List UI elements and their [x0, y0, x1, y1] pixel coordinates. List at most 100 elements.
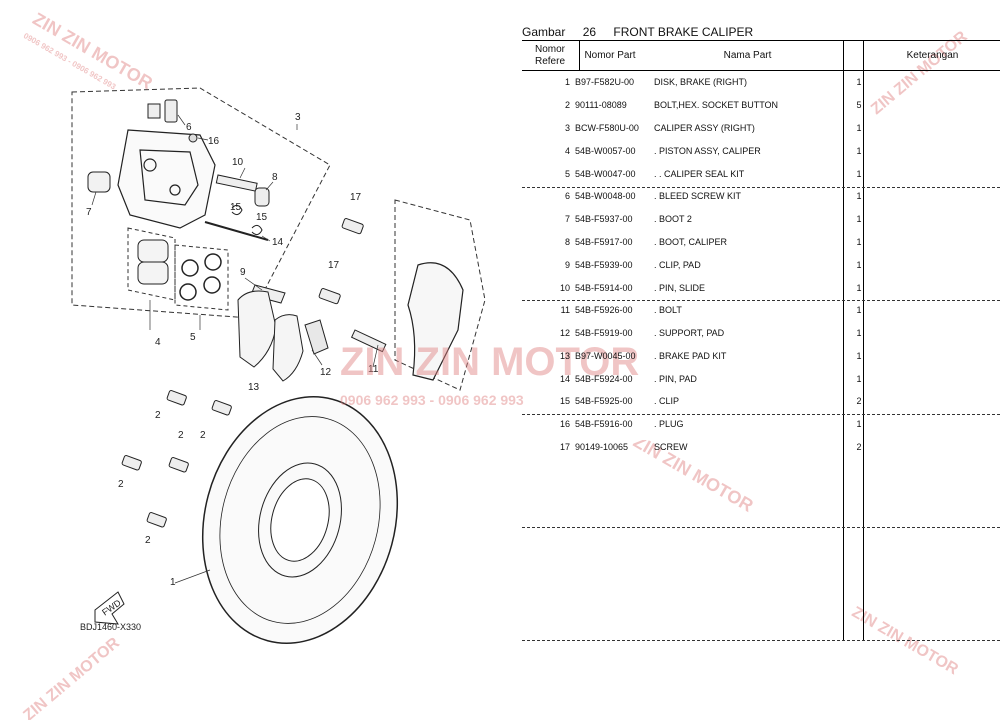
quantity: 1 [856, 260, 862, 270]
callout-labels: 1 2 2 2 2 2 3 4 5 6 7 8 9 10 11 12 13 14… [86, 112, 379, 588]
part-number: 54B-F5917-00 [575, 237, 633, 247]
part-number: 54B-F5925-00 [575, 396, 633, 406]
ref-number: 16 [559, 419, 570, 429]
part-name: . PISTON ASSY, CALIPER [654, 146, 761, 156]
quantity: 1 [856, 191, 862, 201]
ref-number: 4 [564, 146, 570, 156]
part-name: . BOOT, CALIPER [654, 237, 728, 247]
callout: 3 [295, 112, 301, 123]
part-number: B97-F582U-00 [575, 77, 635, 87]
col-divider [579, 40, 580, 70]
part-number: 54B-W0057-00 [575, 146, 636, 156]
ref-number: 12 [559, 328, 570, 338]
support-bracket-outline [394, 199, 486, 391]
part-name: CALIPER ASSY (RIGHT) [654, 123, 755, 133]
quantity: 2 [856, 442, 862, 452]
quantity: 1 [856, 374, 862, 384]
quantity: 1 [856, 351, 862, 361]
leader-lines [91, 114, 379, 584]
callout: 9 [240, 267, 246, 278]
ref-number: 11 [560, 305, 570, 315]
table-row: 16 54B-F5916-00 . PLUG 1 [522, 414, 1000, 437]
part-name: . PIN, SLIDE [654, 283, 706, 293]
callout: 17 [350, 192, 362, 203]
quantity: 1 [856, 214, 862, 224]
ref-number: 14 [559, 374, 570, 384]
ref-number: 3 [564, 123, 570, 133]
quantity: 1 [856, 419, 862, 429]
callout: 16 [208, 136, 220, 147]
caliper-body [117, 129, 216, 229]
brake-pad-a [237, 290, 277, 368]
ref-number: 10 [559, 283, 570, 293]
part-number: 54B-F5924-00 [575, 374, 633, 384]
ref-number: 9 [564, 260, 570, 270]
group-separator [522, 640, 1000, 641]
part-name: . CLIP, PAD [654, 260, 701, 270]
figure-title: FRONT BRAKE CALIPER [613, 25, 754, 39]
callout: 8 [272, 172, 278, 183]
quantity: 1 [856, 77, 862, 87]
callout: 14 [272, 237, 284, 248]
ref-number: 8 [564, 237, 570, 247]
col-header-remarks: Keterangan [906, 50, 959, 61]
clip-a [231, 204, 243, 216]
quantity: 1 [856, 123, 862, 133]
boot-caliper [254, 187, 270, 207]
header-rule [522, 70, 1000, 71]
quantity: 5 [856, 100, 862, 110]
callout: 12 [320, 367, 332, 378]
pad-support [304, 319, 329, 355]
callout: 17 [328, 260, 340, 271]
quantity: 1 [856, 328, 862, 338]
group-separator [522, 527, 1000, 528]
table-row: 3 BCW-F580U-00 CALIPER ASSY (RIGHT) 1 [522, 118, 1000, 141]
col-divider [863, 40, 864, 640]
ref-number: 17 [559, 442, 570, 452]
part-number: 54B-F5916-00 [575, 419, 633, 429]
callout: 1 [170, 577, 176, 588]
col-divider [843, 40, 844, 640]
figure-label: Gambar [522, 25, 566, 39]
seal-rings [179, 253, 222, 301]
callout: 4 [155, 337, 161, 348]
ref-number: 1 [564, 77, 570, 87]
quantity: 1 [856, 169, 862, 179]
callout: 2 [200, 430, 206, 441]
pad-pin [204, 221, 269, 241]
part-name: . CLIP [654, 396, 680, 406]
part-number: BCW-F580U-00 [575, 123, 639, 133]
boot-2 [87, 171, 111, 193]
clip-b [251, 224, 263, 236]
col-header-part: Nomor Part [584, 50, 636, 61]
quantity: 1 [856, 283, 862, 293]
part-name: . . CALIPER SEAL KIT [654, 169, 745, 179]
callout: 11 [368, 364, 379, 375]
brake-disc [201, 396, 399, 644]
callout: 7 [86, 207, 92, 218]
caliper-bolt [350, 329, 387, 353]
ref-number: 5 [564, 169, 570, 179]
part-number: 54B-F5937-00 [575, 214, 633, 224]
part-name: . PLUG [654, 419, 684, 429]
quantity: 1 [856, 305, 862, 315]
ref-number: 13 [559, 351, 570, 361]
callout: 2 [118, 479, 124, 490]
part-name: . BLEED SCREW KIT [654, 191, 742, 201]
callout: 2 [145, 535, 151, 546]
callout: 15 [230, 202, 242, 213]
